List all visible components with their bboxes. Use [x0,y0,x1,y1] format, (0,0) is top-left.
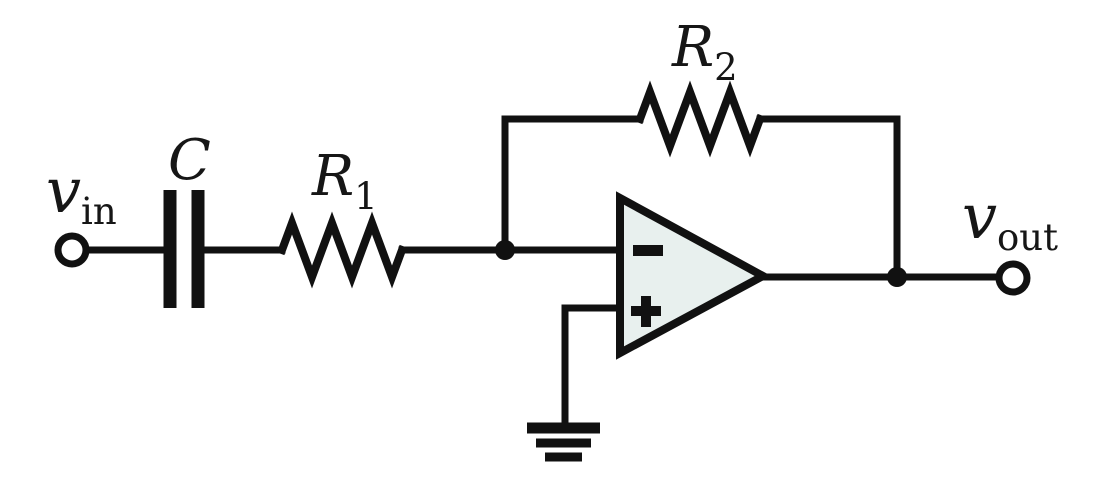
capacitor-label: C [168,128,211,193]
r1-label: R1 [311,144,378,218]
wire-noninverting-to-ground [561,304,626,428]
junction-dot-output-node [887,267,907,287]
plus-icon-vbar [641,296,651,327]
terminals [54,232,1031,296]
noninverting-input-icon [631,296,661,327]
output-terminal [995,260,1031,296]
r2-label-base: R [671,15,714,80]
minus-icon [633,245,663,256]
wire-feedback-left [501,115,644,254]
vin-label-base: v [46,154,81,227]
capacitor [163,190,205,308]
r1-label-base: R [311,144,354,209]
junction-dot-summing-node [495,240,515,260]
vin-label-sub: in [81,190,117,233]
resistor-r2 [634,80,766,158]
inverting-input-icon [633,245,663,256]
vout-label-sub: out [997,216,1058,259]
junction-dots [495,240,907,287]
vout-label: vout [962,180,1058,259]
vout-label-base: v [962,180,997,253]
r2-label: R2 [671,15,738,89]
wire-feedback-right [756,115,901,281]
ground-icon [527,422,600,462]
opamp-body [616,191,772,360]
input-terminal [54,232,90,268]
vin-label: vin [46,154,117,233]
r2-label-sub: 2 [714,46,738,89]
wires [83,80,1003,428]
resistor-r1 [276,211,408,289]
r1-label-sub: 1 [354,175,378,218]
